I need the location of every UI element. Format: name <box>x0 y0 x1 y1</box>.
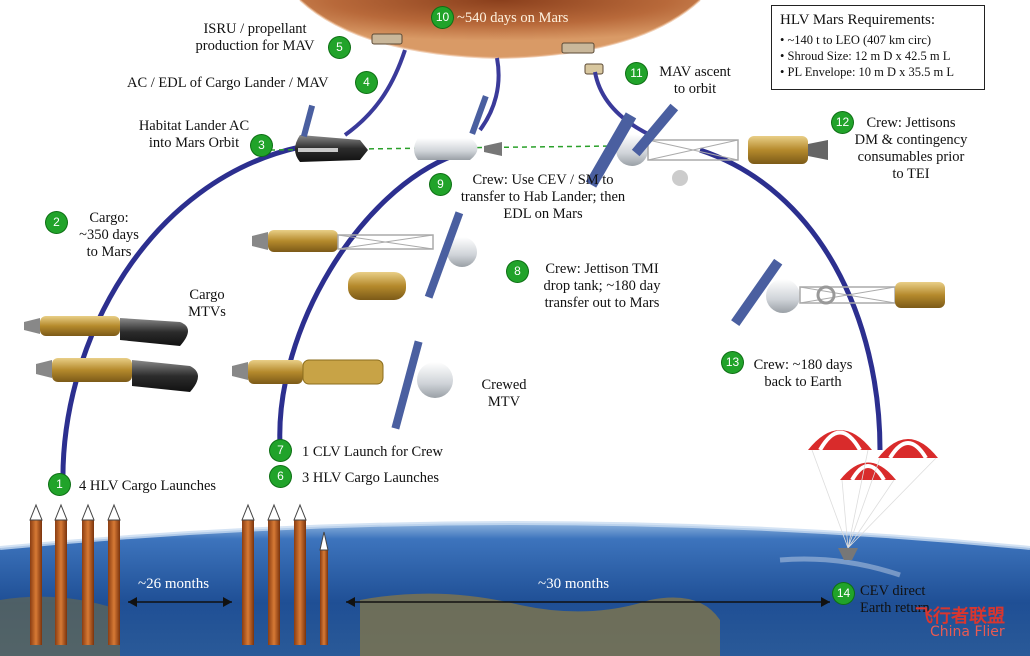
cargo-mtv-icon-2 <box>36 358 198 392</box>
hlv-rockets-group-1-icon <box>29 503 121 645</box>
step-label-1: 4 HLV Cargo Launches <box>79 478 217 494</box>
duration-arrow-30-months <box>346 597 830 607</box>
step-label-7: 1 CLV Launch for Crew <box>302 444 443 460</box>
step-badge-6: 6 <box>270 466 291 487</box>
step-badge-7: 7 <box>270 440 291 461</box>
step-label-8: Crew: Jettison TMI drop tank; ~180 day t… <box>543 261 661 311</box>
crew-mtv-launch-icon <box>232 340 453 430</box>
cargo-mtv-icon-1 <box>24 316 188 346</box>
return-vehicle-icon <box>585 103 828 188</box>
duration-arrow-26-months <box>128 597 232 607</box>
requirement-item: • Shroud Size: 12 m D x 42.5 m L <box>780 49 951 63</box>
step-label-13: Crew: ~180 days back to Earth <box>753 357 853 390</box>
step-label-3: Habitat Lander AC into Mars Orbit <box>138 118 250 151</box>
surface-habitats-icon <box>371 33 604 75</box>
requirement-item: • PL Envelope: 10 m D x 35.5 m L <box>780 65 955 79</box>
step-badge-13: 13 <box>722 352 743 373</box>
crew-mtv-outbound-icon <box>252 211 477 299</box>
crewed-mtv-label: Crewed MTV <box>481 377 527 410</box>
step-label-4: AC / EDL of Cargo Lander / MAV <box>127 75 329 91</box>
step-badge-8: 8 <box>507 261 528 282</box>
tmi-drop-tank-icon <box>348 272 406 300</box>
step-label-12: Crew: Jettisons DM & contingency consuma… <box>854 115 968 182</box>
land-mass <box>360 593 720 656</box>
step-label-9: Crew: Use CEV / SM to transfer to Hab La… <box>460 172 626 222</box>
step-badge-1: 1 <box>49 474 70 495</box>
step-label-6: 3 HLV Cargo Launches <box>302 470 440 486</box>
duration-26-months-label: ~26 months <box>138 576 210 592</box>
return-mtv-icon <box>731 258 945 326</box>
cargo-trajectory <box>60 144 301 486</box>
step-label-5: ISRU / propellant production for MAV <box>195 21 315 54</box>
step-label-10: ~540 days on Mars <box>457 10 569 26</box>
step-badge-2: 2 <box>46 212 67 233</box>
step-badge-14: 14 <box>833 583 854 604</box>
step-badge-10: 10 <box>432 7 453 28</box>
step-badge-3: 3 <box>251 135 272 156</box>
step-label-14: CEV direct Earth return <box>860 583 930 616</box>
hlv-requirements-box: HLV Mars Requirements: • ~140 t to LEO (… <box>771 5 985 90</box>
step-badge-9: 9 <box>430 174 451 195</box>
step-badge-12: 12 <box>832 112 853 133</box>
mars-surface <box>300 0 700 58</box>
descent-line-2 <box>478 57 501 132</box>
cargo-mtvs-label: Cargo MTVs <box>188 287 226 320</box>
step-badge-5: 5 <box>329 37 350 58</box>
watermark-cn: 飞行者联盟 <box>915 606 1005 627</box>
parachute-icon <box>808 430 938 560</box>
return-trajectory <box>699 147 883 451</box>
step-label-2: Cargo: ~350 days to Mars <box>79 210 139 260</box>
step-badge-11: 11 <box>626 63 647 84</box>
descent-line-1 <box>343 49 407 137</box>
ascent-line <box>593 71 651 137</box>
step-label-11: MAV ascent to orbit <box>659 64 731 97</box>
hlv-rockets-group-2-icon <box>241 503 329 645</box>
step-badge-4: 4 <box>356 72 377 93</box>
requirements-title: HLV Mars Requirements: <box>780 12 935 28</box>
earth-surface <box>0 523 1030 656</box>
habitat-lander-icon <box>295 104 368 162</box>
crew-trajectory <box>277 152 456 446</box>
duration-30-months-label: ~30 months <box>538 576 610 592</box>
watermark-en: China Flier <box>930 624 1005 640</box>
requirement-item: • ~140 t to LEO (407 km circ) <box>780 33 932 47</box>
cev-lander-icon <box>414 95 502 160</box>
